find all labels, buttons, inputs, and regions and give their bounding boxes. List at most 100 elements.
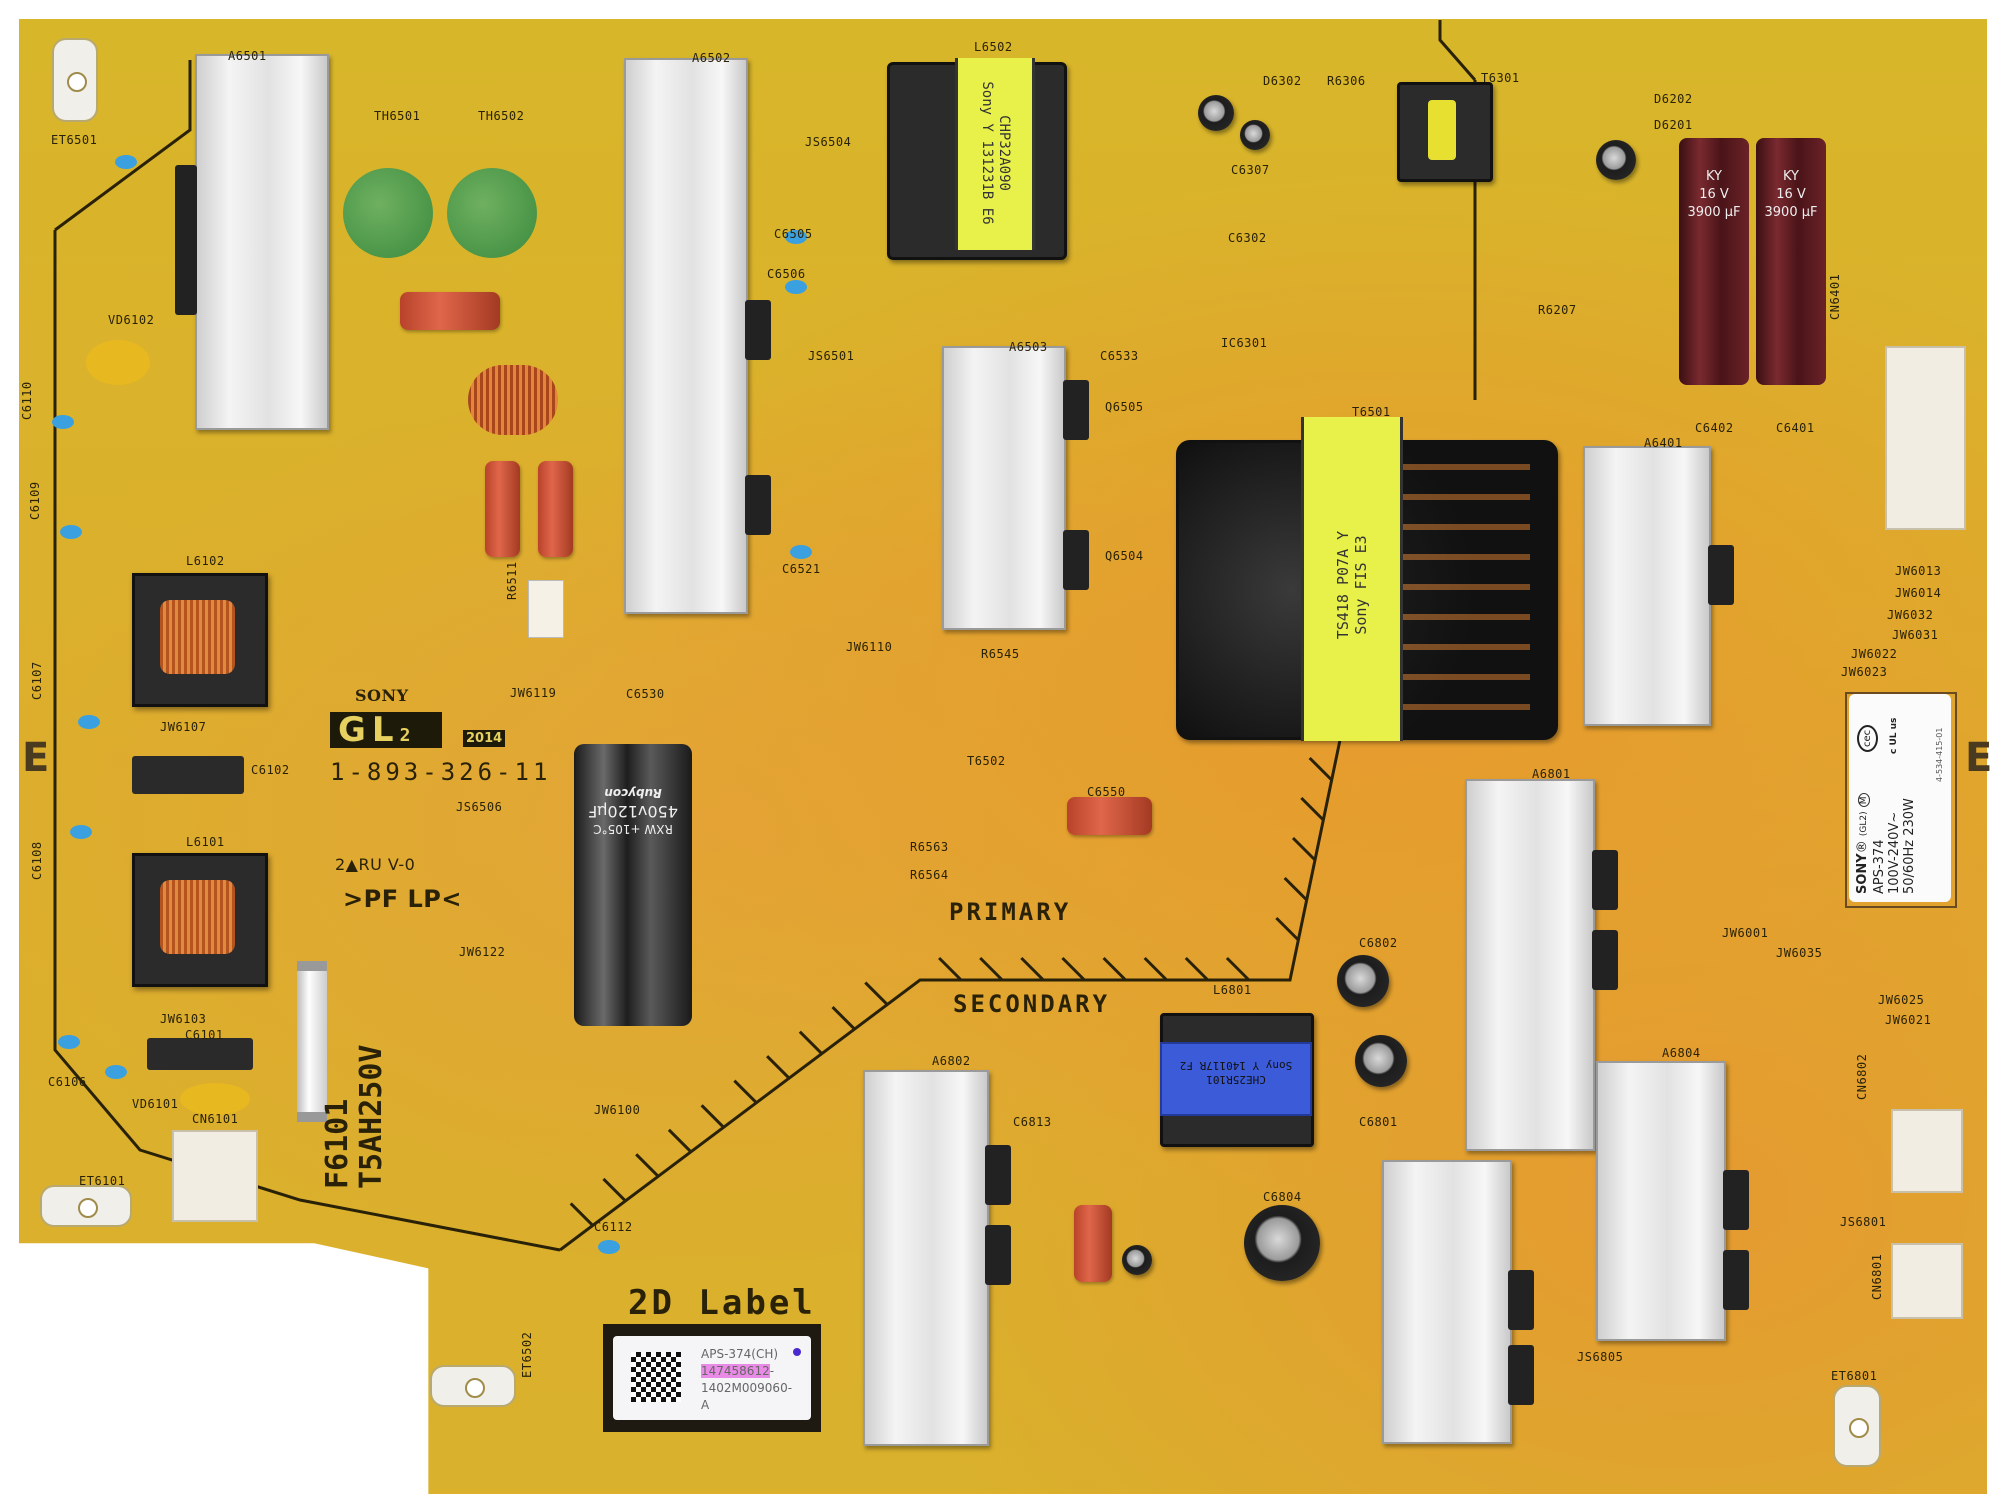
isolation-hatch-mark [938, 956, 963, 982]
designator-label: D6201 [1654, 118, 1693, 132]
designator-label: A6501 [228, 49, 267, 63]
transistor [1508, 1345, 1534, 1405]
designator-label: C6550 [1087, 785, 1126, 799]
designator-label: R6564 [910, 868, 949, 882]
designator-label: Q6505 [1105, 400, 1144, 414]
isolation-hatch-mark [733, 1079, 758, 1104]
designator-label: IC6301 [1221, 336, 1268, 350]
inductor-label: CHE25R101 Sony Y 140117R F2 [1160, 1042, 1312, 1116]
connector-cn6101[interactable] [172, 1130, 258, 1222]
connector-cn6801[interactable] [1891, 1243, 1963, 1319]
capacitor-brand: Rubycon [604, 786, 662, 800]
isolation-hatch-mark [635, 1153, 660, 1178]
isolation-hatch-mark [864, 981, 889, 1006]
transistor [985, 1225, 1011, 1285]
designator-label: JW6025 [1878, 993, 1925, 1007]
designator-label: JW6031 [1892, 628, 1939, 642]
y-capacitor [60, 525, 82, 539]
designator-label: TH6502 [478, 109, 525, 123]
designator-label: JW6021 [1885, 1013, 1932, 1027]
transistor [1723, 1250, 1749, 1310]
designator-label: R6511 [505, 561, 519, 600]
designator-label: ET6801 [1831, 1369, 1878, 1383]
designator-label: C6102 [251, 763, 290, 777]
x-capacitor-c6102 [132, 756, 244, 794]
isolation-hatch-mark [1061, 956, 1086, 982]
inductor-l6501 [468, 365, 558, 435]
designator-label: A6503 [1009, 340, 1048, 354]
transistor [1592, 850, 1618, 910]
designator-label: C6401 [1776, 421, 1815, 435]
y-capacitor [52, 415, 74, 429]
label-serial: 147458612 [701, 1364, 770, 1378]
designator-label: T6501 [1352, 405, 1391, 419]
output-capacitor-c6402: KY 16 V 3900 μF [1679, 138, 1749, 385]
designator-label: CN6802 [1855, 1053, 1869, 1100]
heatsink-a6502 [624, 58, 748, 614]
label-serial-suffix: - [769, 1364, 775, 1378]
connector-cn6802[interactable] [1891, 1109, 1963, 1193]
designator-label: D6302 [1263, 74, 1302, 88]
transformer-label-line1: TS418 P07A Y [1334, 530, 1352, 640]
capacitor-series: RXW +105°C [593, 822, 673, 836]
isolation-hatch-mark [1143, 956, 1168, 982]
designator-label: T6502 [967, 754, 1006, 768]
y-capacitor [115, 155, 137, 169]
designator-label: L6502 [974, 40, 1013, 54]
isolation-hatch-mark [1184, 956, 1209, 982]
designator-label: C6521 [782, 562, 821, 576]
designator-label: C6530 [626, 687, 665, 701]
heatsink-a6801 [1465, 779, 1595, 1151]
isolation-hatch-mark [569, 1202, 594, 1227]
x-capacitor-c6101 [147, 1038, 253, 1070]
designator-label: A6401 [1644, 436, 1683, 450]
label-model: APS-374(CH) [701, 1347, 779, 1361]
label-2d-title: 2D Label [628, 1283, 816, 1323]
connector-cn6401[interactable] [1885, 346, 1966, 530]
capacitor-capacitance: 3900 μF [1687, 205, 1741, 220]
fuse-marking: F6101 T5AH250V [320, 959, 389, 1190]
designator-label: ET6502 [520, 1331, 534, 1378]
isolation-hatch-mark [798, 1030, 823, 1055]
year-mark: 2014 [463, 730, 506, 747]
designator-label: JS6501 [808, 349, 855, 363]
transistor [1063, 530, 1089, 590]
designator-label: C6307 [1231, 163, 1270, 177]
edge-mark-left: E [22, 735, 50, 781]
designator-label: L6102 [186, 554, 225, 568]
isolation-hatch-mark [1283, 876, 1308, 902]
transistor [1063, 380, 1089, 440]
capacitor-l6803 [1122, 1245, 1152, 1275]
label-dot [793, 1348, 801, 1356]
transistor [1708, 545, 1734, 605]
rating-grade: (GL2) [1859, 811, 1869, 837]
grade-text: GL [338, 710, 400, 750]
capacitor-voltage: 16 V [1699, 187, 1729, 202]
designator-label: JW6107 [160, 720, 207, 734]
designator-label: R6545 [981, 647, 1020, 661]
designator-label: C6533 [1100, 349, 1139, 363]
isolation-hatch-mark [1225, 956, 1250, 982]
label-line3: A [701, 1398, 710, 1412]
transistor [1592, 930, 1618, 990]
film-capacitor-c6815 [1074, 1205, 1112, 1282]
isolation-hatch-mark [700, 1104, 725, 1129]
y-capacitor [58, 1035, 80, 1049]
designator-label: JS6805 [1577, 1350, 1624, 1364]
thermistor-th6502 [447, 168, 537, 258]
capacitor-rating: 450v120μF [588, 802, 678, 821]
y-capacitor [70, 825, 92, 839]
y-capacitor [790, 545, 812, 559]
capacitor-c6804 [1244, 1205, 1320, 1281]
rating-brand: SONY [1855, 853, 1870, 894]
rating-model: APS-374 [1872, 839, 1887, 895]
rating-part-code: 4-534-415-01 [1935, 727, 1944, 782]
designator-label: R6306 [1327, 74, 1366, 88]
designator-label: C6802 [1359, 936, 1398, 950]
mounting-hole [40, 1185, 132, 1227]
inductor-label-line1: CHE25R101 [1206, 1073, 1266, 1086]
capacitor-voltage: 16 V [1776, 187, 1806, 202]
fuse-f6101 [297, 961, 327, 1122]
designator-label: C6813 [1013, 1115, 1052, 1129]
isolation-hatch-mark [1291, 836, 1317, 862]
